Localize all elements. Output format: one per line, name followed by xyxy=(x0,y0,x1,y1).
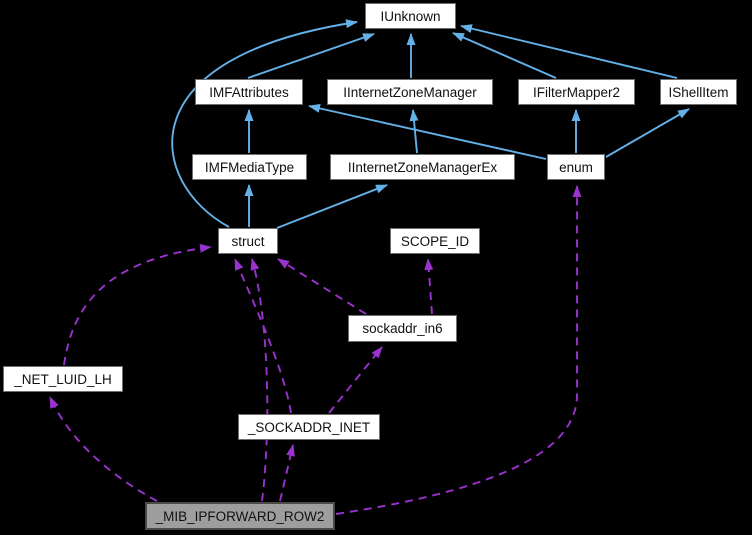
edge-mibipforwardrow2-netluidlh xyxy=(49,396,158,502)
node-sockaddr-inet-label: _SOCKADDR_INET xyxy=(247,419,371,435)
node-sockaddr-in6[interactable]: sockaddr_in6 xyxy=(348,315,457,342)
node-iinternetzonemanager[interactable]: IInternetZoneManager xyxy=(327,79,493,105)
node-mib-ipforward-row2[interactable]: _MIB_IPFORWARD_ROW2 xyxy=(145,502,335,530)
node-scope-id-label: SCOPE_ID xyxy=(400,233,470,249)
node-net-luid-lh-label: _NET_LUID_LH xyxy=(14,371,112,387)
edge-iinternetzonemanagerex-iinternetzonemanager xyxy=(409,109,419,154)
node-iinternetzonemanagerex-label: IInternetZoneManagerEx xyxy=(347,159,498,175)
node-ishellitem-label: IShellItem xyxy=(668,84,729,100)
node-struct[interactable]: struct xyxy=(218,228,278,254)
node-imfattributes[interactable]: IMFAttributes xyxy=(195,79,303,105)
node-iinternetzonemanagerex[interactable]: IInternetZoneManagerEx xyxy=(330,154,515,180)
edge-sockaddrin6-struct xyxy=(277,258,367,315)
edge-enum-imfattributes xyxy=(308,104,547,160)
node-iunknown-label: IUnknown xyxy=(380,8,441,24)
node-iinternetzonemanager-label: IInternetZoneManager xyxy=(343,84,477,100)
node-sockaddr-in6-label: sockaddr_in6 xyxy=(362,321,443,336)
node-ishellitem[interactable]: IShellItem xyxy=(660,79,737,105)
edge-ifiltermapper2-iunknown xyxy=(452,32,557,79)
edge-sockaddrinet-sockaddrin6 xyxy=(328,346,383,414)
edge-mibipforwardrow2-sockaddrinet xyxy=(279,444,295,502)
edge-sockaddrinet-struct xyxy=(234,258,292,414)
node-ifiltermapper2[interactable]: IFilterMapper2 xyxy=(518,79,635,105)
edge-imfattributes-iunknown xyxy=(247,33,375,79)
edge-netluidlh-struct xyxy=(63,243,212,366)
edge-mibipforwardrow2-enum xyxy=(335,185,582,515)
node-struct-label: struct xyxy=(231,233,265,249)
node-iunknown[interactable]: IUnknown xyxy=(365,3,456,29)
node-imfattributes-label: IMFAttributes xyxy=(209,84,289,100)
node-imfmediatype[interactable]: IMFMediaType xyxy=(192,154,307,180)
node-net-luid-lh[interactable]: _NET_LUID_LH xyxy=(3,366,123,392)
node-mib-ipforward-row2-label: _MIB_IPFORWARD_ROW2 xyxy=(155,508,325,524)
edge-mibipforwardrow2-struct xyxy=(250,258,269,502)
node-enum[interactable]: enum xyxy=(547,154,605,180)
edge-enum-ishellitem xyxy=(605,108,690,158)
edge-struct-iunknown xyxy=(171,19,358,228)
node-scope-id[interactable]: SCOPE_ID xyxy=(390,228,480,254)
node-ifiltermapper2-label: IFilterMapper2 xyxy=(532,84,621,100)
edge-ishellitem-iunknown xyxy=(460,24,678,79)
edge-struct-iinternetzonemanagerex xyxy=(276,184,388,229)
node-sockaddr-inet[interactable]: _SOCKADDR_INET xyxy=(238,414,380,440)
edge-sockaddrin6-scopeid xyxy=(424,258,434,315)
node-enum-label: enum xyxy=(559,159,593,175)
node-imfmediatype-label: IMFMediaType xyxy=(204,159,295,175)
